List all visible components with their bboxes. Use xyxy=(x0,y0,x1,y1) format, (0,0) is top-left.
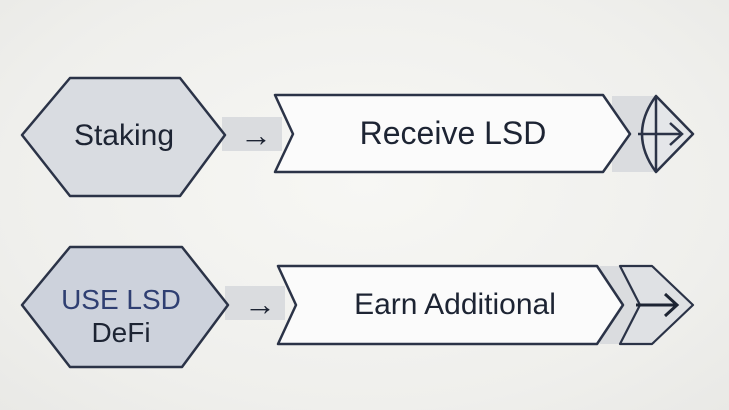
crossed-arrow-icon xyxy=(638,94,695,174)
arrow-icon-1: → xyxy=(240,117,272,153)
staking-hexagon xyxy=(20,76,227,198)
earn-additional-box xyxy=(276,264,625,346)
row-use-lsd: USE LSD DeFi → Earn Additional xyxy=(20,245,695,369)
receive-lsd-label: Receive LSD xyxy=(360,115,547,151)
arrow-right-icon xyxy=(618,264,695,346)
connector-band-2 xyxy=(225,286,285,320)
earn-additional-label: Earn Additional xyxy=(354,288,556,321)
receive-lsd-box xyxy=(273,93,632,174)
row-staking: Staking → Receive LSD xyxy=(20,76,695,198)
arrow-icon-2: → xyxy=(244,286,276,322)
use-lsd-label-line1: USE LSD xyxy=(61,284,181,315)
use-lsd-label-line2: DeFi xyxy=(91,317,150,348)
staking-label: Staking xyxy=(74,119,174,152)
connector-band-1 xyxy=(222,117,282,151)
use-lsd-hexagon xyxy=(20,245,230,369)
